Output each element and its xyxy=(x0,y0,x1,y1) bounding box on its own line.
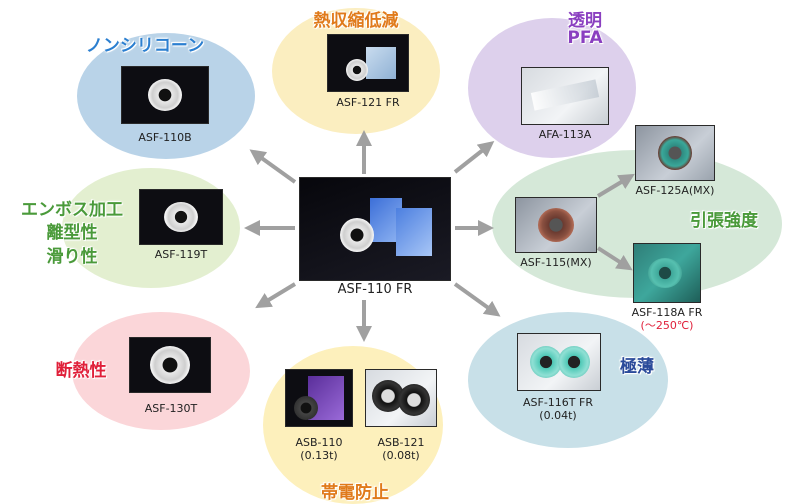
asf115mx-roll-icon xyxy=(538,208,574,242)
asf116tfr-label: ASF-116T FR xyxy=(523,396,593,409)
arrow-to-non-silicone xyxy=(249,149,297,184)
emboss-title-3: 滑り性 xyxy=(46,247,98,267)
asf116tfr-note: (0.04t) xyxy=(539,409,577,422)
arrow-to-transparent xyxy=(453,141,495,174)
emboss-title-1: エンボス加工 xyxy=(21,200,123,220)
asf115mx-label: ASF-115(MX) xyxy=(520,256,592,269)
asf116tfr-roll-2-icon xyxy=(558,346,590,378)
afa113a-label: AFA-113A xyxy=(538,128,592,141)
asb110-roll-icon xyxy=(294,396,318,420)
asf121fr-label: ASF-121 FR xyxy=(336,96,400,109)
asb110-photo xyxy=(286,370,352,426)
tensile-title: 引張強度 xyxy=(690,211,758,231)
center-box-2-icon xyxy=(396,208,432,256)
asf119t-label: ASF-119T xyxy=(154,248,208,261)
antistatic-title: 帯電防止 xyxy=(321,483,389,503)
asf121fr-box-icon xyxy=(366,47,396,79)
asb121-note: (0.08t) xyxy=(382,449,420,462)
center-product-label: ASF-110 FR xyxy=(337,282,413,297)
asb121-photo xyxy=(366,370,436,426)
arrow-to-insulation xyxy=(255,282,297,309)
transparent-title: 透明 xyxy=(568,11,602,31)
asf125amx-label: ASF-125A(MX) xyxy=(635,184,715,197)
asb121-label: ASB-121 xyxy=(377,436,425,449)
afa113a-photo xyxy=(522,68,608,124)
asf118afr-note: (～250℃) xyxy=(640,319,694,332)
asf119t-photo xyxy=(140,190,222,244)
asf119t-roll-icon xyxy=(164,202,198,232)
heat-shrink-title: 熱収縮低減 xyxy=(313,11,399,31)
asf130t-photo xyxy=(130,338,210,392)
asf116tfr-photo xyxy=(518,334,600,390)
asb110-note: (0.13t) xyxy=(300,449,338,462)
asf118afr-label: ASF-118A FR xyxy=(631,306,703,319)
asb110-label: ASB-110 xyxy=(295,436,343,449)
asf115mx-photo xyxy=(516,198,596,252)
asf130t-label: ASF-130T xyxy=(144,402,198,415)
asf130t-roll-icon xyxy=(150,346,190,384)
asf118afr-photo xyxy=(634,244,700,302)
asf116tfr-roll-icon xyxy=(530,346,562,378)
asf125amx-roll-icon xyxy=(658,136,692,170)
insulation-title: 断熱性 xyxy=(55,361,107,381)
center-product-photo xyxy=(300,178,450,280)
asf121fr-photo xyxy=(328,35,408,91)
center-roll-icon xyxy=(340,218,374,252)
asf121fr-roll-icon xyxy=(346,59,368,81)
asf125amx-photo xyxy=(636,126,714,180)
asf118afr-roll-icon xyxy=(648,258,682,288)
arrow-to-ultrathin xyxy=(453,282,501,317)
emboss-title-2: 離型性 xyxy=(46,223,98,243)
arrow-to-125a xyxy=(596,173,635,198)
transparent-subtitle: PFA xyxy=(567,28,603,48)
afa113a-film-icon xyxy=(530,79,600,111)
asf110b-label: ASF-110B xyxy=(138,131,192,144)
non-silicone-title: ノンシリコーン xyxy=(85,36,205,56)
arrow-to-118a xyxy=(596,246,633,271)
asb121-roll-2-icon xyxy=(398,384,430,416)
asf110b-photo xyxy=(122,67,208,123)
ultrathin-title: 極薄 xyxy=(620,357,654,377)
asf110b-roll-icon xyxy=(148,79,182,111)
